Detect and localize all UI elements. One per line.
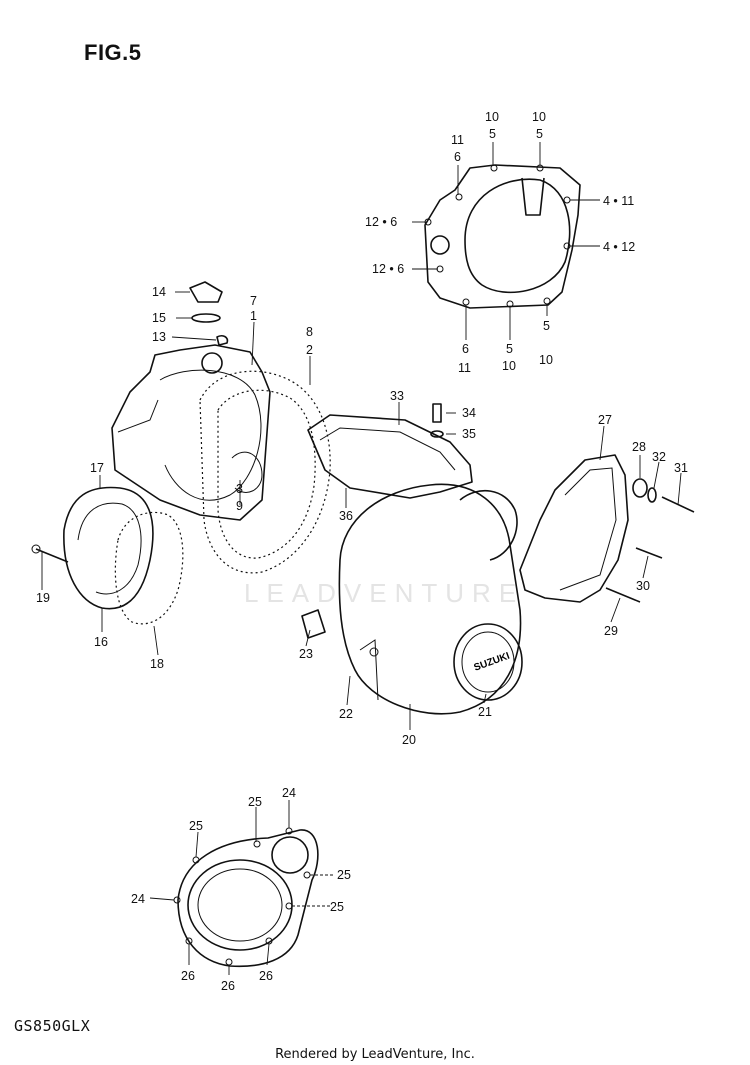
callout-18: 18 (150, 657, 164, 671)
callout-gen-bottom-5a: 5 (506, 342, 513, 356)
callout-gen-top-right-5: 5 (536, 127, 543, 141)
callout-28: 28 (632, 440, 646, 454)
callout-labels: 14 15 13 7 1 8 2 3 9 17 19 16 18 33 34 3… (36, 110, 688, 993)
footer-credit: Rendered by LeadVenture, Inc. (275, 1047, 475, 1062)
callout-30: 30 (636, 579, 650, 593)
callout-gen-12-6-a: 12 • 6 (365, 215, 397, 229)
callout-21: 21 (478, 705, 492, 719)
callout-33: 33 (390, 389, 404, 403)
callout-lower-25-left: 25 (189, 819, 203, 833)
callout-gen-4-11: 4 • 11 (603, 194, 634, 208)
callout-27: 27 (598, 413, 612, 427)
callout-17: 17 (90, 461, 104, 475)
callout-gen-12-6-b: 12 • 6 (372, 262, 404, 276)
callout-gen-bottom-5b: 5 (543, 319, 550, 333)
callout-7: 7 (250, 294, 257, 308)
callout-gen-top-left-10: 10 (485, 110, 499, 124)
callout-lower-25-right-a: 25 (337, 868, 351, 882)
callout-22: 22 (339, 707, 353, 721)
callout-8: 8 (306, 325, 313, 339)
callout-lower-25-right-b: 25 (330, 900, 344, 914)
callout-32: 32 (652, 450, 666, 464)
callout-13: 13 (152, 330, 166, 344)
callout-gen-6: 6 (454, 150, 461, 164)
callout-gen-11: 11 (451, 133, 464, 147)
callout-31: 31 (674, 461, 688, 475)
dowel-pin (301, 609, 326, 639)
callout-3: 3 (236, 482, 243, 496)
callout-9: 9 (236, 499, 243, 513)
callout-36: 36 (339, 509, 353, 523)
figure-title: FIG.5 (84, 40, 142, 65)
callout-23: 23 (299, 647, 313, 661)
outer-side-cover (519, 454, 695, 603)
generator-cover (424, 164, 581, 309)
model-code: GS850GLX (14, 1017, 91, 1035)
callout-lower-26-left: 26 (181, 969, 195, 983)
starter-cover (307, 414, 473, 499)
watermark-text: LEADVENTURE (244, 578, 525, 608)
callout-16: 16 (94, 635, 108, 649)
callout-gen-bottom-6: 6 (462, 342, 469, 356)
callout-lower-24-top: 24 (282, 786, 296, 800)
callout-lower-26-right: 26 (259, 969, 273, 983)
clutch-cover: SUZUKI (338, 483, 523, 715)
oil-filler-cap (189, 281, 229, 346)
callout-20: 20 (402, 733, 416, 747)
callout-34: 34 (462, 406, 476, 420)
bolt-and-washer (430, 403, 444, 438)
callout-gen-bottom-10a: 10 (502, 359, 516, 373)
callout-lower-26-mid: 26 (221, 979, 235, 993)
callout-gen-bottom-10b: 10 (539, 353, 553, 367)
callout-1: 1 (250, 309, 257, 323)
callout-35: 35 (462, 427, 476, 441)
crankcase-housing (111, 344, 271, 521)
signal-generator-cover (31, 486, 184, 625)
callout-14: 14 (152, 285, 166, 299)
callout-15: 15 (152, 311, 166, 325)
callout-gen-top-right-10: 10 (532, 110, 546, 124)
callout-lower-24-left: 24 (131, 892, 145, 906)
callout-29: 29 (604, 624, 618, 638)
leader-lines (41, 142, 682, 975)
callout-2: 2 (306, 343, 313, 357)
brand-badge-text: SUZUKI (473, 651, 512, 674)
callout-lower-25-top: 25 (248, 795, 262, 809)
crankcase-gasket (199, 370, 331, 574)
callout-gen-4-12: 4 • 12 (603, 240, 635, 254)
callout-gen-bottom-11: 11 (458, 361, 471, 375)
lower-cover (173, 827, 319, 968)
callout-gen-top-left-5: 5 (489, 127, 496, 141)
callout-19: 19 (36, 591, 50, 605)
